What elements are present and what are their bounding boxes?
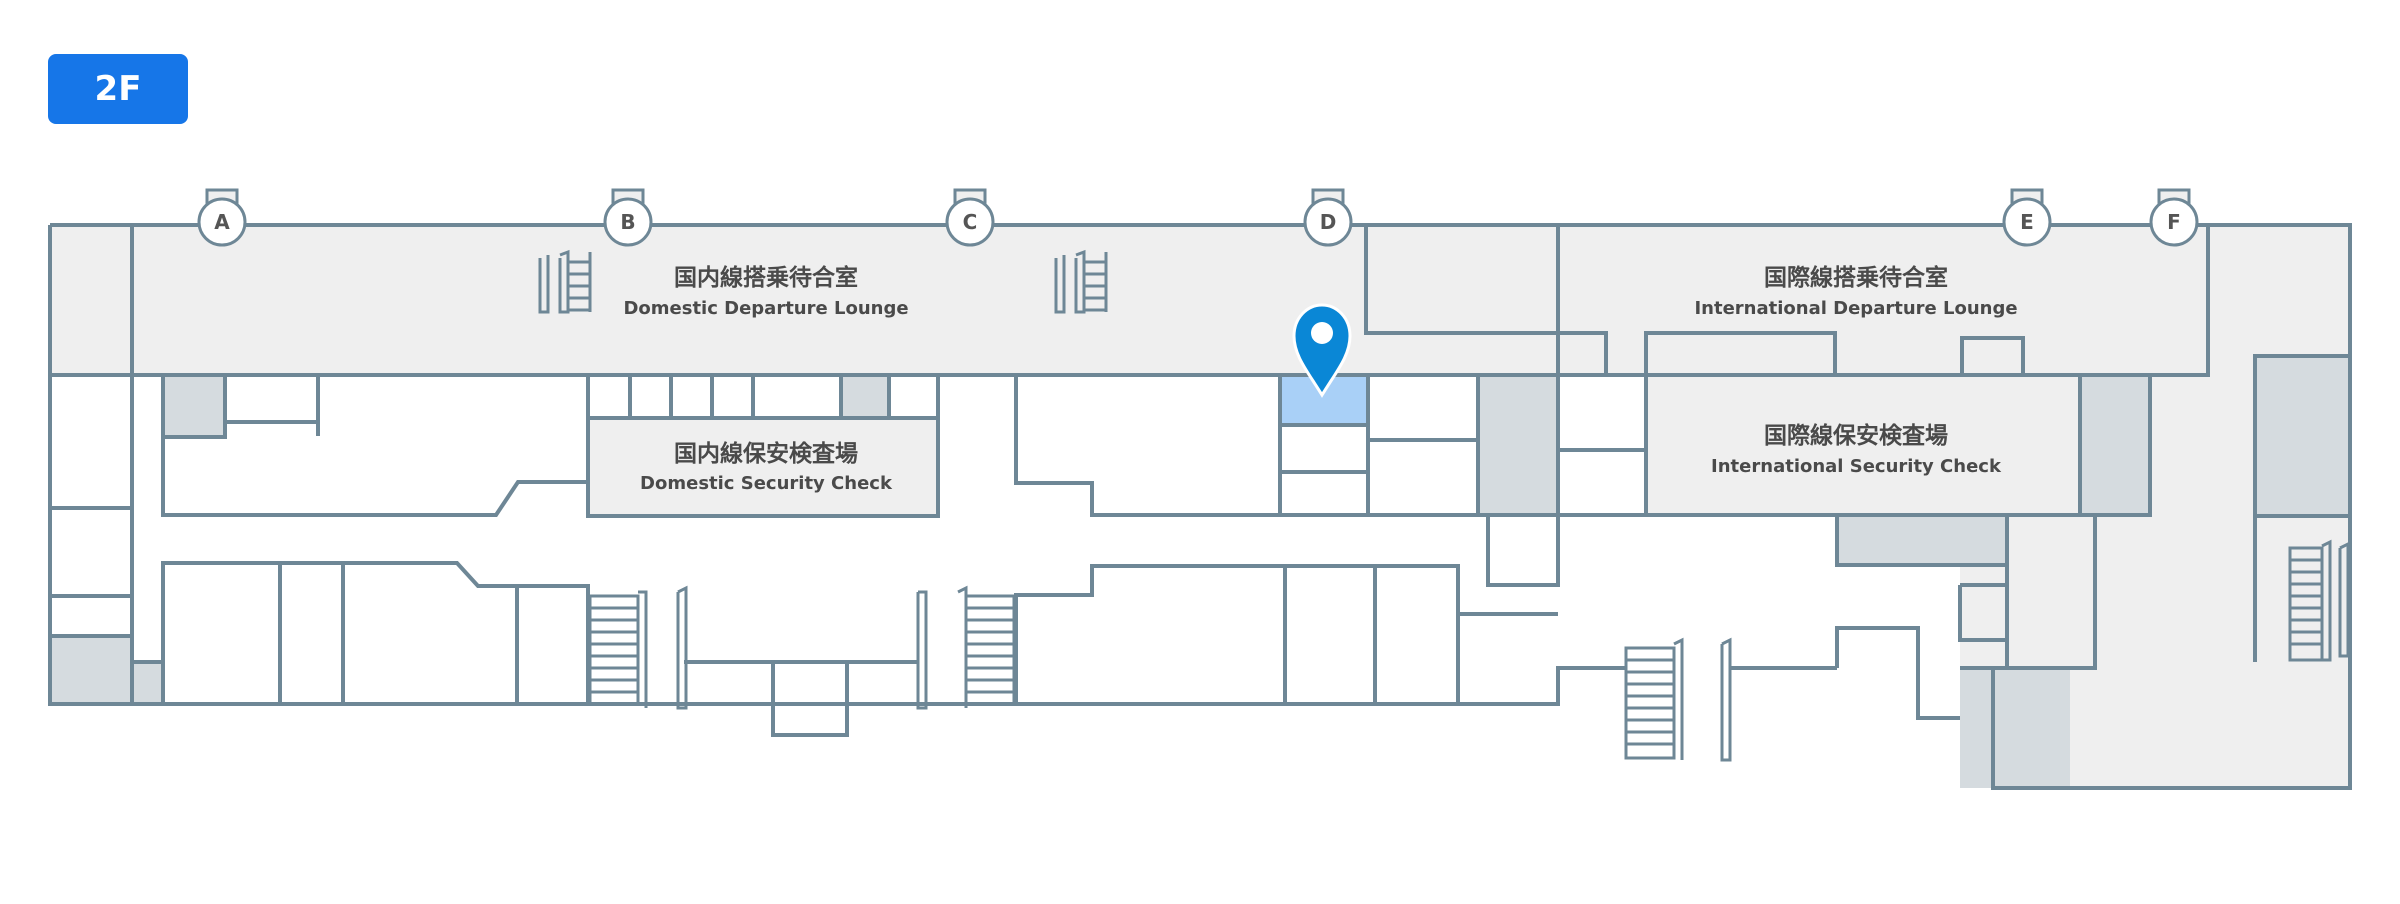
west-wing-area <box>50 225 132 375</box>
stairs-5 <box>1624 637 1732 762</box>
gate-e-label: E <box>2020 210 2034 234</box>
gate-f[interactable]: F <box>2149 188 2199 247</box>
gate-a[interactable]: A <box>197 188 247 247</box>
gate-f-label: F <box>2167 210 2181 234</box>
international-security-area[interactable] <box>1646 375 2080 515</box>
stairs <box>538 249 2350 762</box>
domestic-lounge-area[interactable] <box>132 225 1368 375</box>
floor-badge[interactable]: 2F <box>48 54 188 124</box>
gate-c-marker <box>945 197 995 247</box>
international-lounge-label-en: International Departure Lounge <box>1694 298 2017 319</box>
domestic-security-area[interactable] <box>588 418 938 516</box>
domestic-security-label-ja: 国内線保安検査場 <box>674 440 858 467</box>
walls <box>48 223 2352 790</box>
east-concourse-area <box>1366 225 1558 375</box>
gate-c[interactable]: C <box>945 188 995 247</box>
stairs-3 <box>588 585 688 710</box>
gate-d-marker <box>1303 197 1353 247</box>
gate-e[interactable]: E <box>2002 188 2052 247</box>
international-security-label-ja: 国際線保安検査場 <box>1764 422 1948 449</box>
east-wing-area <box>1960 225 2350 788</box>
domestic-security-label-en: Domestic Security Check <box>640 473 893 494</box>
gate-c-label: C <box>963 210 978 234</box>
international-security-label-en: International Security Check <box>1711 456 2002 477</box>
service-rooms <box>50 356 2350 788</box>
gate-f-marker <box>2149 197 2199 247</box>
gate-e-marker <box>2002 197 2052 247</box>
stairs-2 <box>1054 249 1108 314</box>
lounge-zones <box>50 225 2350 788</box>
gate-d[interactable]: D <box>1303 188 1353 247</box>
gate-b-label: B <box>620 210 635 234</box>
stairs-1 <box>538 249 592 314</box>
stairs-4 <box>916 585 1016 710</box>
international-lounge-area[interactable] <box>1558 225 2208 375</box>
gate-b[interactable]: B <box>603 188 653 247</box>
gate-a-label: A <box>214 210 230 234</box>
area-labels: 国内線搭乗待合室 Domestic Departure Lounge 国際線搭乗… <box>623 264 2017 494</box>
gate-b-marker <box>603 197 653 247</box>
international-lounge-label-ja: 国際線搭乗待合室 <box>1764 264 1948 291</box>
gate-d-label: D <box>1320 210 1337 234</box>
domestic-lounge-label-ja: 国内線搭乗待合室 <box>674 264 858 291</box>
stairs-6 <box>2288 539 2350 662</box>
gates: A B C D E F <box>197 188 2199 247</box>
gate-a-marker <box>197 197 247 247</box>
domestic-lounge-label-en: Domestic Departure Lounge <box>623 298 908 319</box>
map-pin-icon[interactable] <box>1292 303 1352 398</box>
